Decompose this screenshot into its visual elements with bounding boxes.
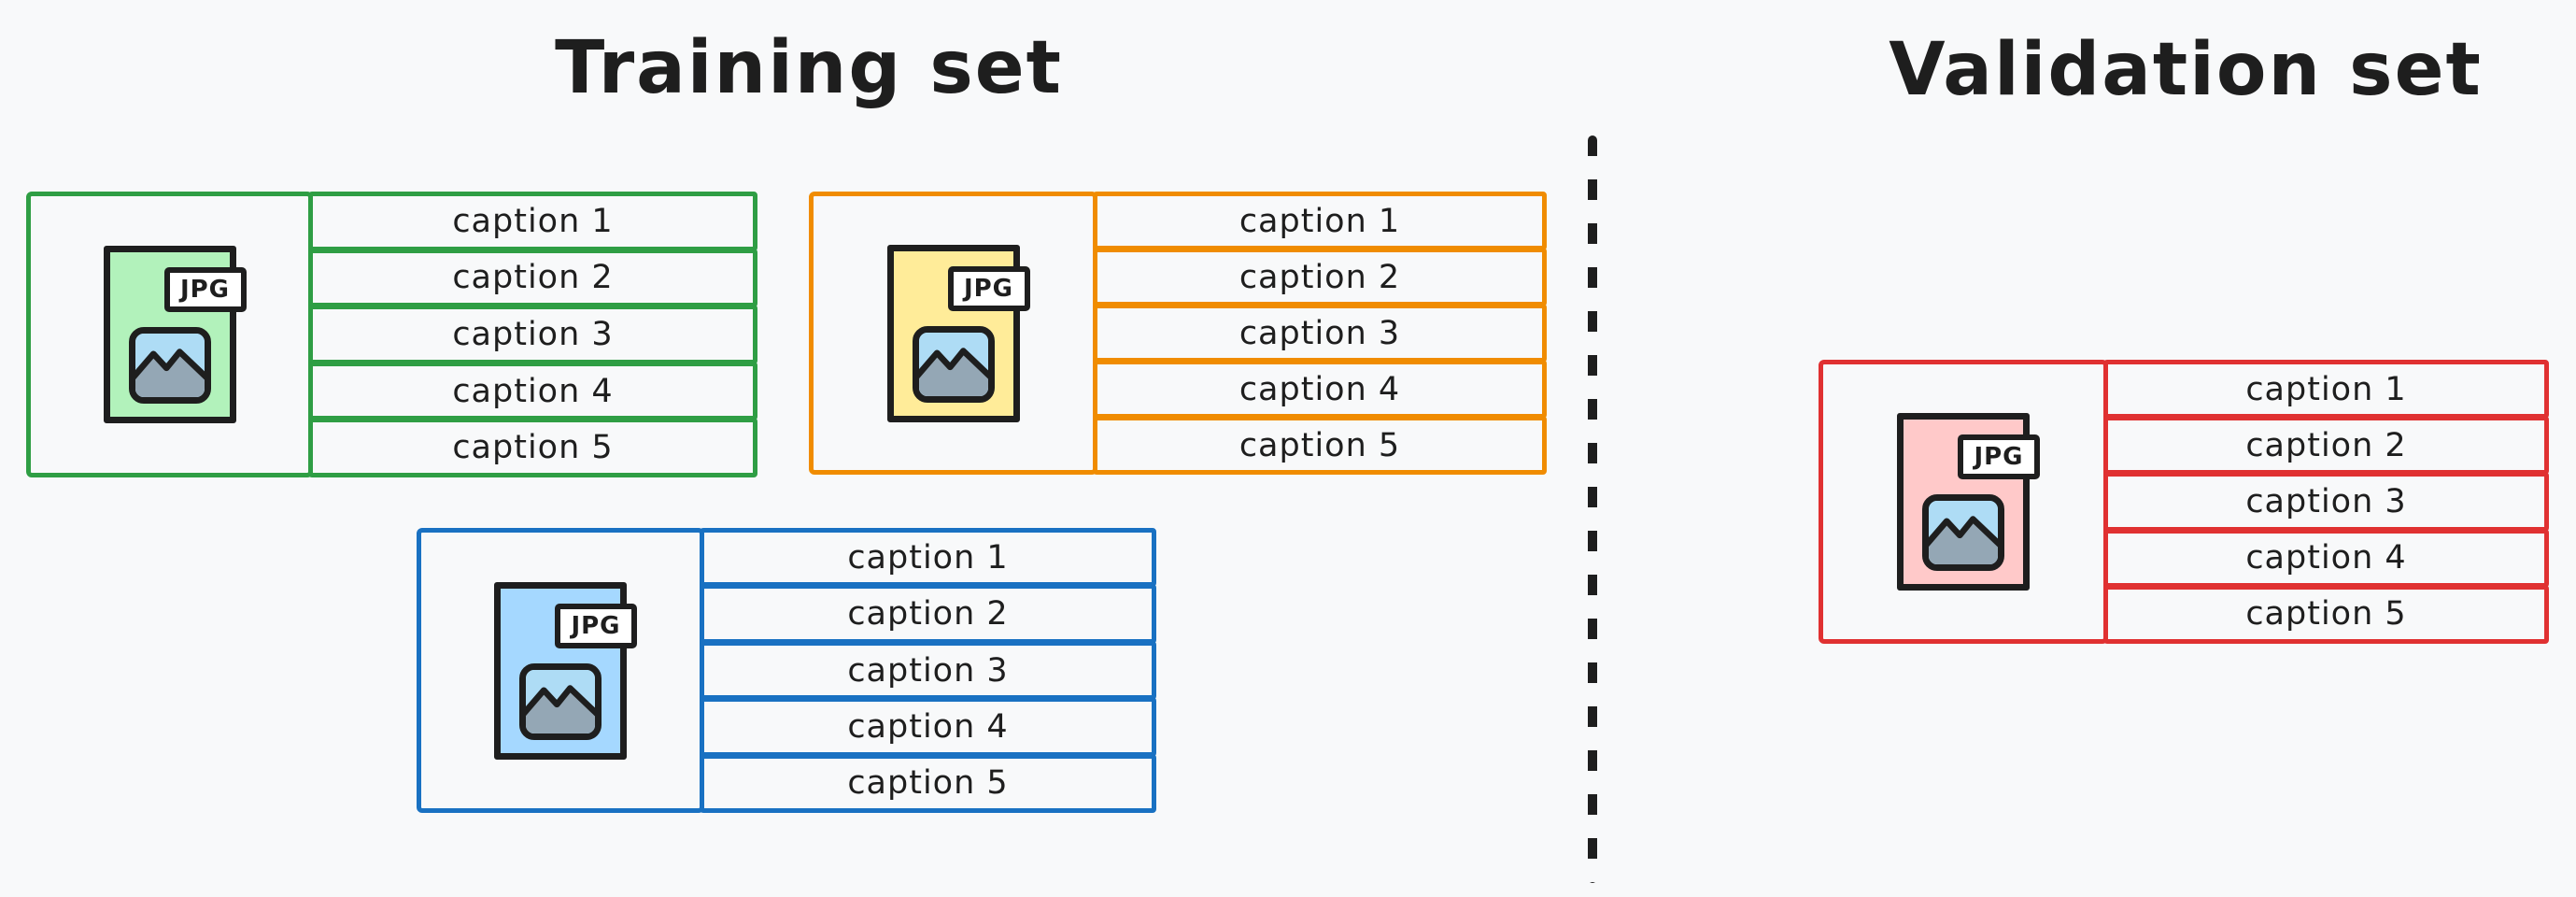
caption-text: caption 2 bbox=[2245, 426, 2407, 464]
jpg-file-icon: JPG bbox=[494, 581, 637, 760]
caption-row: caption 3 bbox=[1093, 304, 1547, 363]
image-caption-card-green: JPG caption 1 caption 2 caption 3 captio… bbox=[26, 192, 757, 477]
validation-set-title: Validation set bbox=[1889, 28, 2483, 112]
caption-row: caption 1 bbox=[1093, 192, 1547, 250]
image-panel: JPG bbox=[1819, 360, 2108, 644]
jpg-badge: JPG bbox=[947, 265, 1030, 311]
training-set-title: Training set bbox=[555, 26, 1063, 110]
caption-row: caption 4 bbox=[308, 361, 757, 421]
image-caption-card-red: JPG caption 1 caption 2 caption 3 captio… bbox=[1819, 360, 2549, 645]
jpg-badge: JPG bbox=[163, 267, 247, 312]
caption-row: caption 3 bbox=[2103, 472, 2549, 532]
caption-text: caption 1 bbox=[2245, 370, 2407, 408]
caption-row: caption 2 bbox=[2103, 416, 2549, 476]
caption-text: caption 3 bbox=[1238, 314, 1401, 352]
caption-text: caption 3 bbox=[452, 315, 614, 353]
caption-text: caption 5 bbox=[847, 764, 1009, 803]
mountain-icon bbox=[134, 334, 205, 397]
image-caption-card-blue: JPG caption 1 caption 2 caption 3 captio… bbox=[417, 528, 1156, 814]
caption-text: caption 1 bbox=[452, 202, 614, 240]
caption-text: caption 2 bbox=[847, 595, 1009, 634]
caption-row: caption 2 bbox=[700, 584, 1156, 644]
caption-text: caption 5 bbox=[1238, 426, 1401, 464]
image-panel: JPG bbox=[26, 192, 313, 477]
image-panel: JPG bbox=[809, 192, 1097, 475]
caption-row: caption 5 bbox=[308, 418, 757, 477]
caption-row: caption 1 bbox=[308, 192, 757, 251]
caption-row: caption 4 bbox=[2103, 528, 2549, 588]
caption-row: caption 1 bbox=[2103, 360, 2549, 420]
caption-text: caption 4 bbox=[1238, 370, 1401, 408]
caption-list: caption 1 caption 2 caption 3 caption 4 … bbox=[308, 192, 757, 477]
caption-row: caption 2 bbox=[308, 248, 757, 308]
caption-text: caption 5 bbox=[2245, 595, 2407, 634]
caption-text: caption 4 bbox=[2245, 539, 2407, 577]
image-thumbnail-icon bbox=[912, 325, 995, 403]
caption-row: caption 4 bbox=[700, 697, 1156, 757]
caption-row: caption 1 bbox=[700, 528, 1156, 588]
caption-row: caption 5 bbox=[1093, 416, 1547, 475]
caption-text: caption 4 bbox=[452, 372, 614, 410]
caption-text: caption 2 bbox=[452, 259, 614, 297]
jpg-badge: JPG bbox=[555, 603, 637, 648]
caption-text: caption 3 bbox=[847, 651, 1009, 690]
image-thumbnail-icon bbox=[128, 327, 211, 404]
caption-text: caption 5 bbox=[452, 429, 614, 467]
caption-text: caption 3 bbox=[2245, 483, 2407, 520]
jpg-file-icon: JPG bbox=[886, 244, 1030, 422]
caption-text: caption 1 bbox=[847, 538, 1009, 577]
caption-text: caption 2 bbox=[1238, 258, 1401, 296]
dashed-divider bbox=[1588, 135, 1597, 883]
caption-text: caption 1 bbox=[1238, 202, 1401, 240]
jpg-badge: JPG bbox=[1958, 434, 2040, 479]
caption-row: caption 3 bbox=[308, 305, 757, 364]
jpg-file-icon: JPG bbox=[103, 246, 247, 423]
caption-row: caption 4 bbox=[1093, 360, 1547, 419]
image-caption-card-orange: JPG caption 1 caption 2 caption 3 captio… bbox=[809, 192, 1547, 475]
caption-row: caption 5 bbox=[700, 753, 1156, 814]
image-thumbnail-icon bbox=[1922, 494, 2004, 571]
mountain-icon bbox=[526, 669, 595, 733]
caption-row: caption 5 bbox=[2103, 584, 2549, 645]
caption-row: caption 3 bbox=[700, 640, 1156, 701]
jpg-file-icon: JPG bbox=[1897, 413, 2040, 591]
caption-list: caption 1 caption 2 caption 3 caption 4 … bbox=[1093, 192, 1547, 475]
image-panel: JPG bbox=[417, 528, 704, 813]
caption-list: caption 1 caption 2 caption 3 caption 4 … bbox=[2103, 360, 2549, 645]
caption-list: caption 1 caption 2 caption 3 caption 4 … bbox=[700, 528, 1156, 814]
caption-text: caption 4 bbox=[847, 707, 1009, 746]
image-thumbnail-icon bbox=[519, 662, 602, 740]
mountain-icon bbox=[1929, 501, 1998, 564]
caption-row: caption 2 bbox=[1093, 248, 1547, 306]
mountain-icon bbox=[918, 332, 988, 396]
